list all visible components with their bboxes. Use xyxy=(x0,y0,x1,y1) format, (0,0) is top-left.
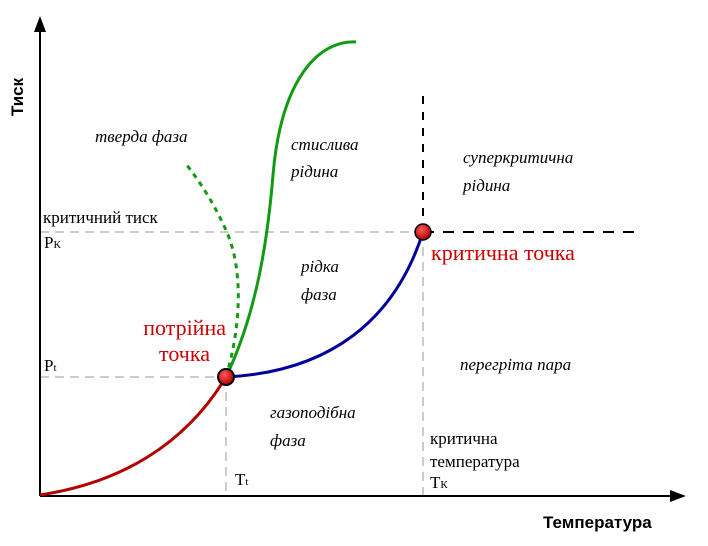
pt-label: Pt xyxy=(44,356,57,375)
critical-temperature-line2: температура xyxy=(430,452,520,471)
gas-phase-line2: фаза xyxy=(270,431,306,450)
y-axis-label: Тиск xyxy=(8,77,27,116)
anomalous-melting-curve xyxy=(184,163,240,378)
triple-point-label-line1: потрійна xyxy=(143,315,226,340)
liquid-phase-line1: рідка xyxy=(300,257,339,276)
compressible-liquid-line1: стислива xyxy=(291,135,359,154)
supercritical-fluid-line1: суперкритична xyxy=(463,148,573,167)
superheated-vapor-label: перегріта пара xyxy=(460,355,571,374)
critical-temperature-line1: критична xyxy=(430,429,498,448)
triple-point-label-line2: точка xyxy=(159,341,210,366)
tk-label: TК xyxy=(430,473,448,492)
gas-phase-line1: газоподібна xyxy=(270,403,356,422)
critical-point-label: критична точка xyxy=(431,240,575,265)
critical-point-marker xyxy=(414,223,432,241)
melting-curve xyxy=(224,40,357,378)
tt-label: Tt xyxy=(235,470,248,489)
liquid-phase-line2: фаза xyxy=(301,285,337,304)
x-axis-arrow xyxy=(670,490,686,502)
critical-pressure-label: критичний тиск xyxy=(43,208,159,227)
triple-point-marker xyxy=(217,368,235,386)
vaporization-curve xyxy=(225,231,425,379)
compressible-liquid-line2: рідина xyxy=(290,162,338,181)
supercritical-fluid-line2: рідина xyxy=(462,176,510,195)
y-axis-arrow xyxy=(34,16,46,32)
x-axis-label: Температура xyxy=(543,513,652,532)
pk-label: PК xyxy=(44,233,61,252)
solid-phase-label: тверда фаза xyxy=(95,127,188,146)
sublimation-curve xyxy=(39,376,228,497)
